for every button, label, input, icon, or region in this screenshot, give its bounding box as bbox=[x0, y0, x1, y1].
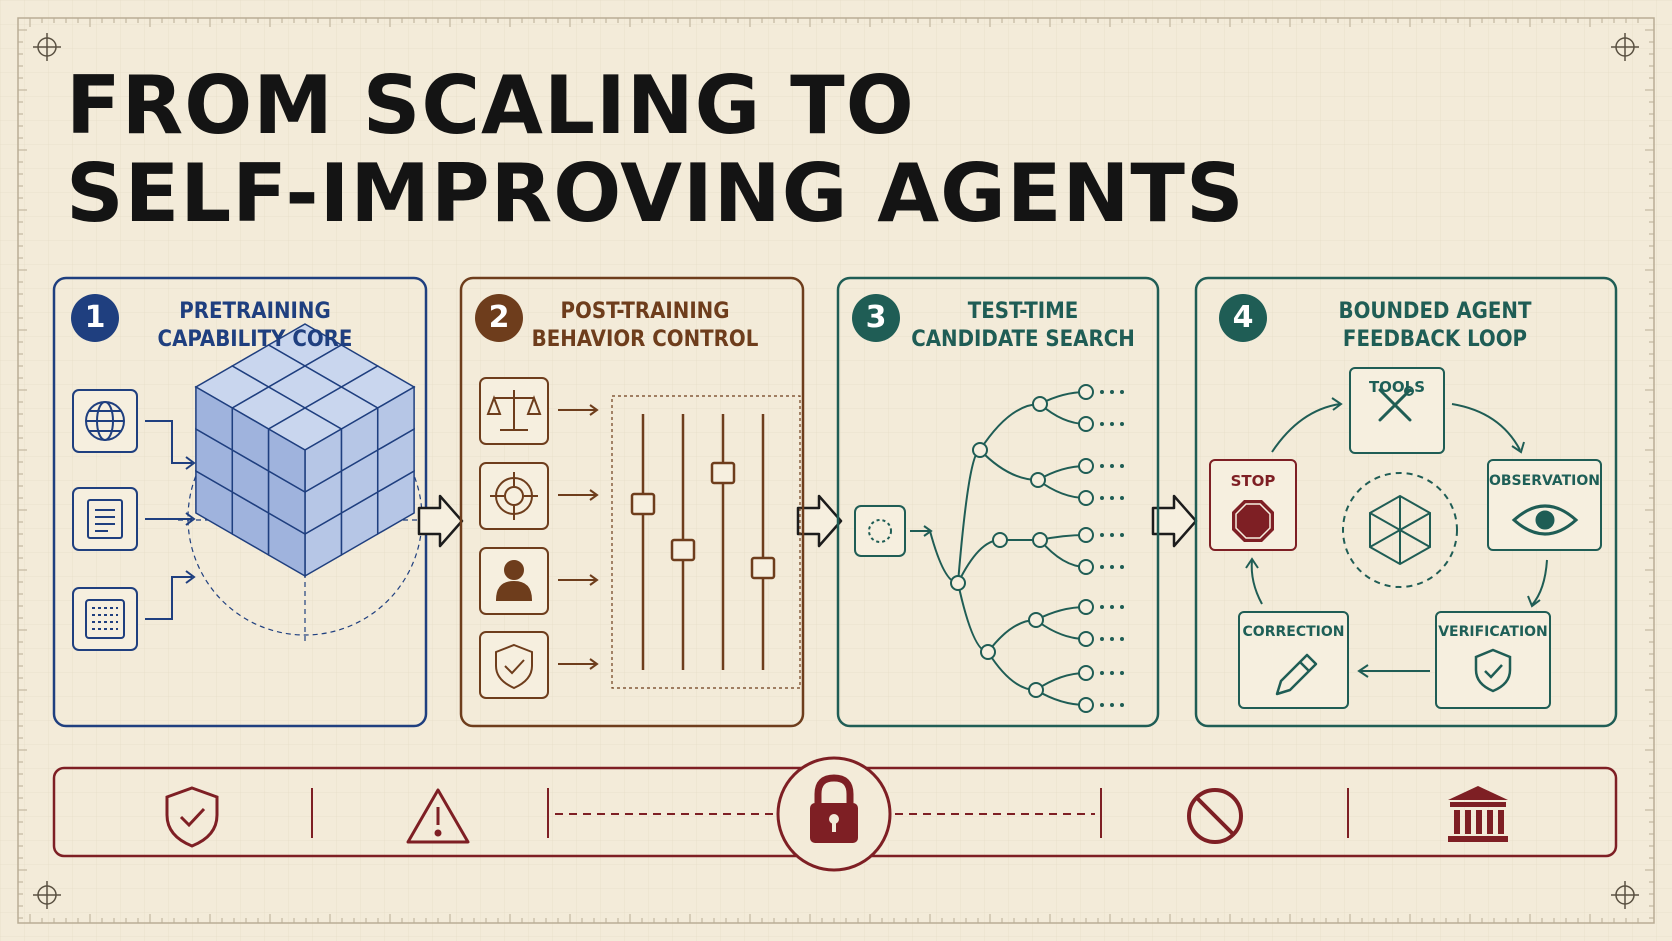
slider-3 bbox=[710, 414, 736, 670]
page-title-line-2: SELF-IMPROVING AGENTS bbox=[66, 147, 1245, 240]
panel-2-title-line-2: BEHAVIOR CONTROL bbox=[531, 327, 759, 352]
correction-node bbox=[1238, 611, 1349, 709]
stop-label: STOP bbox=[1230, 472, 1276, 490]
slider-1 bbox=[630, 414, 656, 670]
panel-4-title: BOUNDED AGENT FEEDBACK LOOP bbox=[1320, 298, 1550, 354]
shield-check-icon bbox=[165, 786, 219, 848]
prohibited-icon bbox=[1187, 788, 1243, 844]
shield-check-icon bbox=[1474, 648, 1512, 693]
panel-3-title: TEST-TIME CANDIDATE SEARCH bbox=[908, 298, 1138, 354]
target-icon bbox=[479, 462, 549, 530]
panel-1-border bbox=[52, 276, 428, 728]
panel-2-title-line-1: POST-TRAINING bbox=[560, 299, 730, 324]
slider-2 bbox=[670, 414, 696, 670]
flow-arrow-1-2 bbox=[417, 494, 464, 548]
document-icon bbox=[72, 487, 138, 551]
panel-4-title-line-1: BOUNDED AGENT bbox=[1338, 299, 1532, 324]
shield-check-icon bbox=[479, 631, 549, 699]
page-title: FROM SCALING TO SELF-IMPROVING AGENTS bbox=[66, 62, 1245, 238]
data-grid-icon bbox=[72, 587, 138, 651]
panel-1-number: 1 bbox=[71, 294, 119, 342]
panel-2-border bbox=[459, 276, 805, 728]
verification-label: VERIFICATION bbox=[1438, 624, 1548, 640]
tools-icon bbox=[1378, 386, 1414, 422]
tools-label: TOOLS bbox=[1368, 378, 1426, 396]
panel-3-title-line-1: TEST-TIME bbox=[967, 299, 1079, 324]
eye-icon bbox=[1511, 504, 1579, 536]
globe-icon bbox=[72, 389, 138, 453]
correction-label: CORRECTION bbox=[1242, 624, 1345, 640]
pencil-icon bbox=[1275, 653, 1318, 696]
knowledge-cube bbox=[194, 323, 416, 578]
slider-4 bbox=[750, 414, 776, 670]
stop-sign-icon bbox=[1232, 500, 1274, 542]
search-tree bbox=[929, 384, 1124, 713]
scales-icon bbox=[479, 377, 549, 445]
outer-frame bbox=[17, 17, 1655, 924]
query-node bbox=[854, 505, 933, 557]
panel-4-title-line-2: FEEDBACK LOOP bbox=[1342, 327, 1528, 352]
person-icon bbox=[479, 547, 549, 615]
flow-arrow-2-3 bbox=[796, 494, 843, 548]
warning-icon bbox=[406, 788, 470, 844]
tools-node bbox=[1349, 367, 1445, 454]
panel-2-number: 2 bbox=[475, 294, 523, 342]
core-hexagon-icon bbox=[1342, 472, 1458, 588]
panel-4-border bbox=[1194, 276, 1618, 728]
corner-crosshairs bbox=[33, 33, 1639, 909]
control-arrows bbox=[558, 404, 599, 670]
panel-2-title: POST-TRAINING BEHAVIOR CONTROL bbox=[530, 298, 760, 354]
panel-4-number: 4 bbox=[1219, 294, 1267, 342]
observation-label: OBSERVATION bbox=[1488, 473, 1600, 489]
panel-1-title-line-1: PRETRAINING bbox=[179, 299, 331, 324]
panel-3-number: 3 bbox=[852, 294, 900, 342]
flow-arrow-3-4 bbox=[1151, 494, 1198, 548]
panel-3-border bbox=[836, 276, 1160, 728]
lock-icon bbox=[776, 756, 892, 872]
loop-arrows bbox=[1245, 397, 1548, 678]
panel-1-title: PRETRAINING CAPABILITY CORE bbox=[140, 298, 370, 354]
panel-3-title-line-2: CANDIDATE SEARCH bbox=[911, 327, 1135, 352]
page-title-line-1: FROM SCALING TO bbox=[66, 59, 915, 152]
verification-node bbox=[1435, 611, 1551, 709]
behavior-sliders bbox=[630, 414, 776, 670]
panel-1-title-line-2: CAPABILITY CORE bbox=[157, 327, 353, 352]
institution-icon bbox=[1448, 786, 1508, 842]
